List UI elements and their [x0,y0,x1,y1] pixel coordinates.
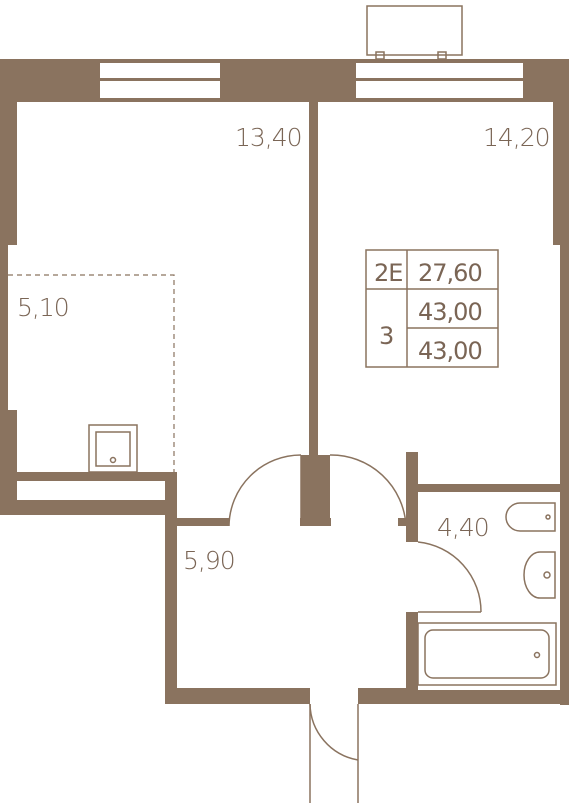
living-area-value: 27,60 [418,259,482,287]
house-logo-icon [19,760,39,782]
section-code: 2E [374,259,402,287]
total-area-value-2: 43,00 [418,337,482,365]
watermark: Домклик [19,760,109,783]
kitchen-area: 5,10 [17,293,69,322]
living-room-area: 13,40 [235,123,302,152]
washbasin-icon [523,551,556,599]
apartment-info-box: 2E 3 27,60 43,00 43,00 [365,249,499,368]
floor-number: 3 [379,322,393,350]
left-wall [0,102,175,515]
door-swings [228,454,482,803]
bathroom-walls [398,452,569,704]
balcony-unit [366,5,463,60]
total-area-value: 43,00 [418,298,482,326]
toilet-icon [505,502,556,532]
top-wall [0,59,569,102]
watermark-text: Домклик [44,767,109,783]
kitchen-zone-outline [8,274,175,472]
hall-bottom-wall [165,688,418,704]
kitchen-wall [8,472,229,690]
bathroom-area: 4,40 [437,513,489,542]
right-wall [553,102,569,705]
bedroom-area: 14,20 [483,123,550,152]
partition-wall [300,102,331,526]
bathtub-icon [417,622,557,686]
hall-area: 5,90 [183,546,235,575]
sink-icon [88,424,138,473]
